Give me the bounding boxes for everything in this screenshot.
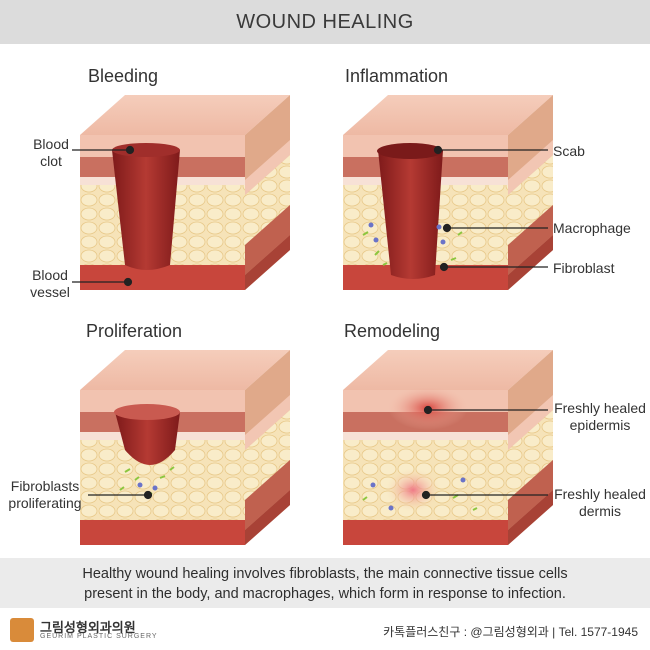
label-healed-dermis: Freshly healed dermis (554, 486, 646, 519)
caption-line-1: Healthy wound healing involves fibroblas… (82, 566, 568, 582)
caption-line-2: present in the body, and macrophages, wh… (84, 586, 566, 602)
block-inflammation (343, 95, 553, 290)
footer-contact: 카톡플러스친구 : @그림성형외과 | Tel. 1577-1945 (383, 625, 638, 639)
label-blood-clot: Blood clot (33, 136, 69, 169)
label-macrophage: Macrophage (553, 220, 631, 236)
panel-title-inflammation: Inflammation (345, 66, 449, 86)
logo-subtitle: GEURIM PLASTIC SURGERY (40, 633, 158, 640)
leader-lines (72, 145, 548, 500)
page-title: WOUND HEALING (236, 10, 414, 33)
label-healed-epidermis: Freshly healed epidermis (554, 400, 646, 433)
logo-icon (10, 618, 34, 642)
label-fibroblasts-proliferating: Fibroblasts proliferating (8, 478, 82, 511)
panel-title-remodeling: Remodeling (344, 321, 441, 341)
label-scab: Scab (553, 143, 585, 159)
block-proliferation (80, 350, 290, 545)
block-remodeling (343, 350, 553, 545)
panel-title-proliferation: Proliferation (86, 321, 183, 341)
logo-name: 그림성형외과의원 (40, 620, 136, 635)
caption: Healthy wound healing involves fibroblas… (0, 558, 650, 608)
block-bleeding (80, 95, 290, 290)
panel-title-bleeding: Bleeding (88, 66, 159, 86)
wound-healing-illustration (72, 95, 553, 545)
label-blood-vessel: Blood vessel (30, 267, 70, 300)
label-fibroblast: Fibroblast (553, 260, 615, 276)
footer: 그림성형외과의원 GEURIM PLASTIC SURGERY 카톡플러스친구 … (0, 610, 650, 650)
title-bar: WOUND HEALING (0, 0, 650, 44)
